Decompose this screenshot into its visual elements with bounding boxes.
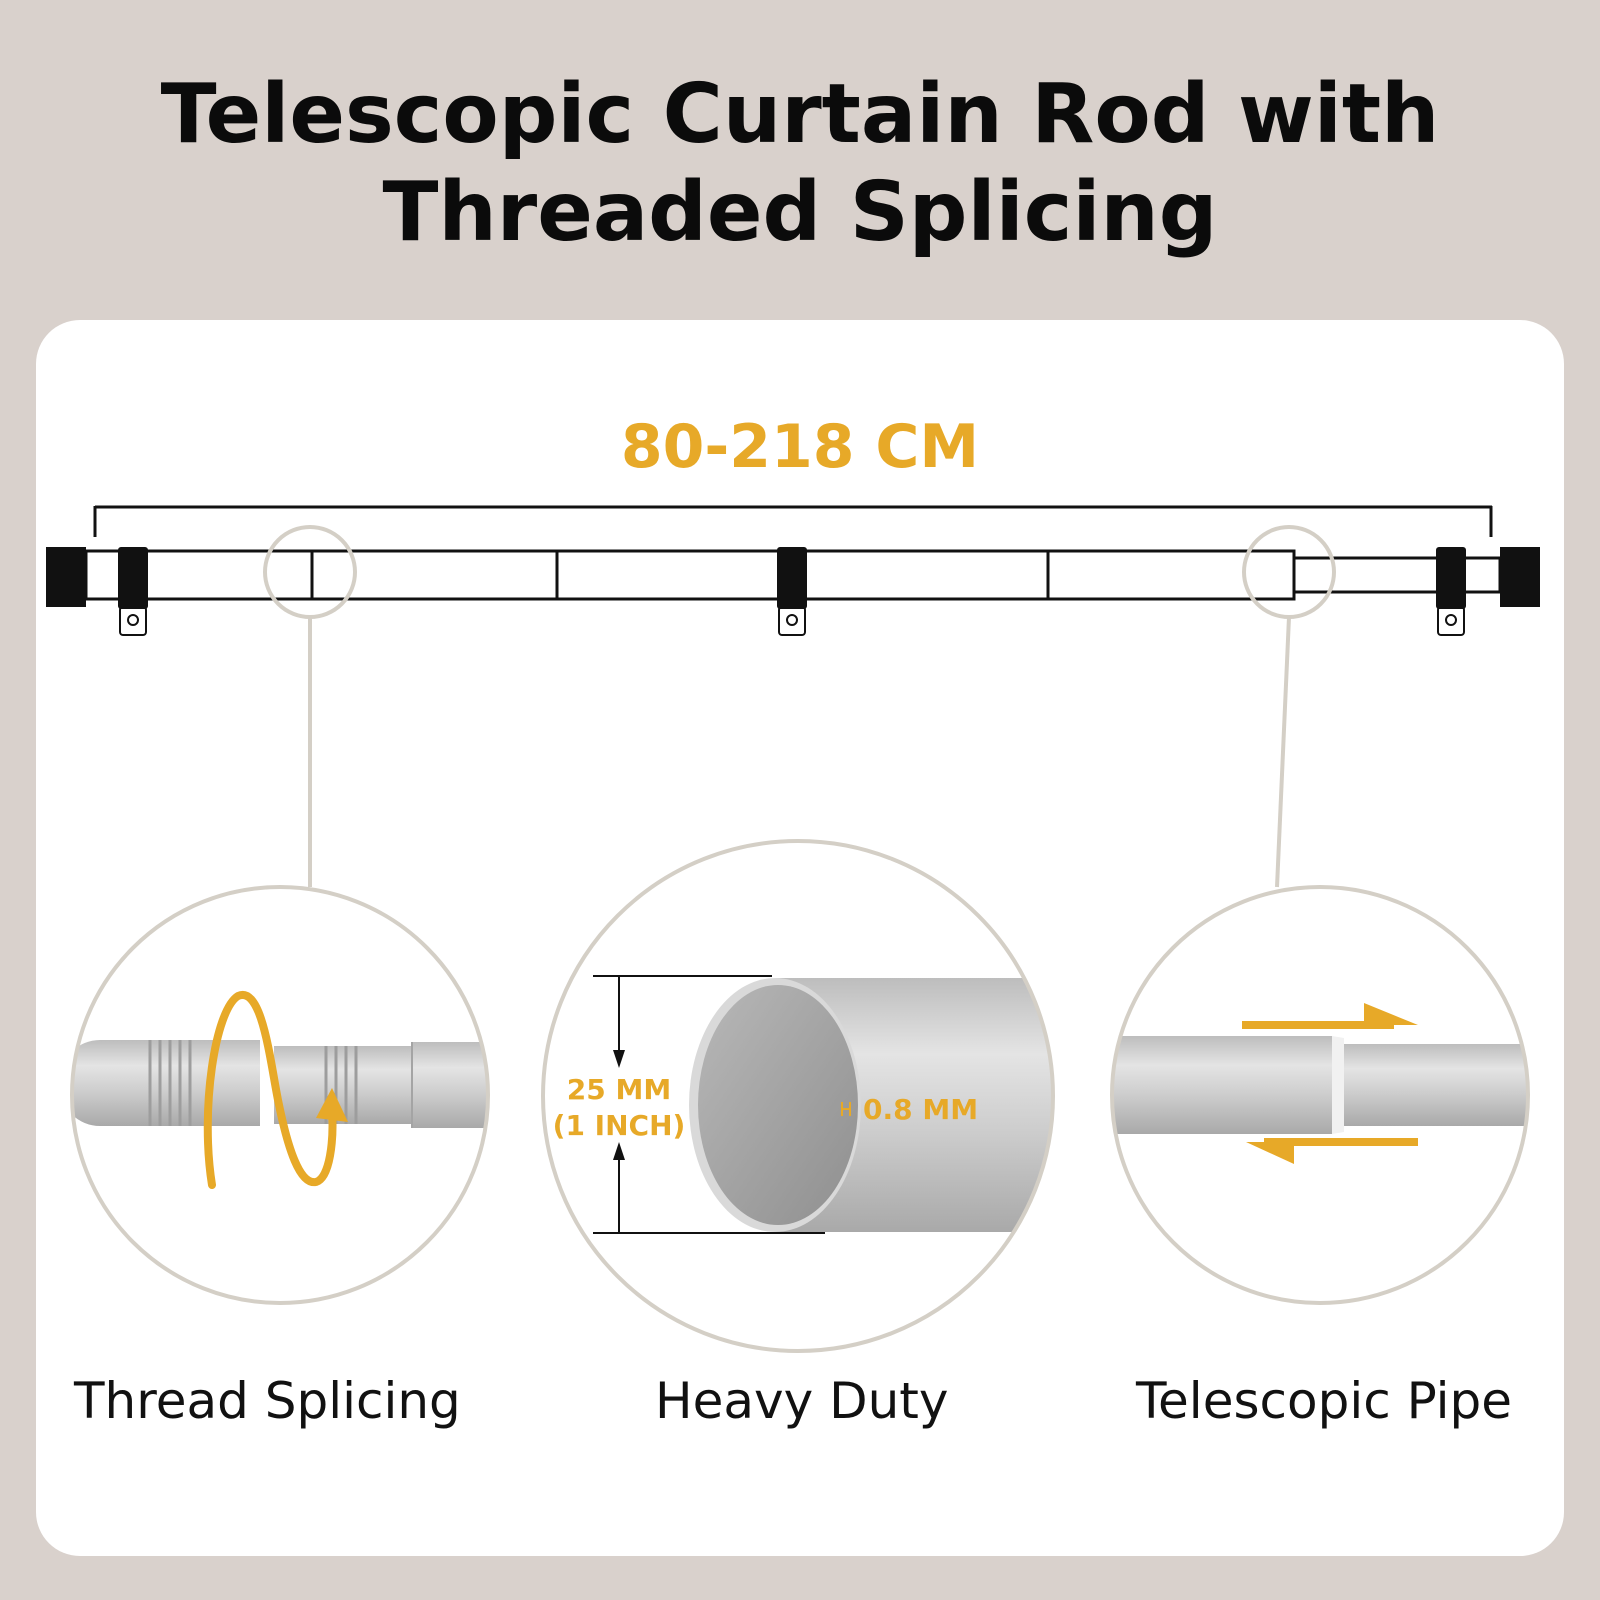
thread-splicing-detail [70,885,490,1305]
page-title: Telescopic Curtain Rod with Threaded Spl… [0,66,1600,262]
heavy-duty-detail: 25 MM (1 INCH) 0.8 MM [541,839,1055,1353]
thickness-label: 0.8 MM [863,1093,978,1126]
left-finial-icon [46,547,86,607]
twist-arrow-icon [203,991,337,1189]
length-range-label: 80-218 CM [620,412,980,482]
length-bracket [93,505,1493,537]
title-line-2: Threaded Splicing [382,165,1218,260]
bracket-center-icon [777,547,807,636]
telescopic-pipe-detail [1110,885,1530,1305]
feature-label-thread-splicing: Thread Splicing [74,1372,461,1430]
callout-thread [263,525,357,887]
diameter-inch-label: (1 INCH) [553,1109,686,1142]
retract-arrow-icon [1246,1138,1418,1164]
diameter-mm-label: 25 MM [567,1073,671,1106]
bracket-left-icon [118,547,148,636]
callout-telescopic [1242,525,1336,888]
right-finial-icon [1500,547,1540,607]
extend-arrow-icon [1242,1003,1418,1029]
bracket-right-icon [1436,547,1466,636]
title-line-1: Telescopic Curtain Rod with [160,67,1440,162]
feature-label-heavy-duty: Heavy Duty [655,1372,949,1430]
feature-label-telescopic-pipe: Telescopic Pipe [1136,1372,1513,1430]
